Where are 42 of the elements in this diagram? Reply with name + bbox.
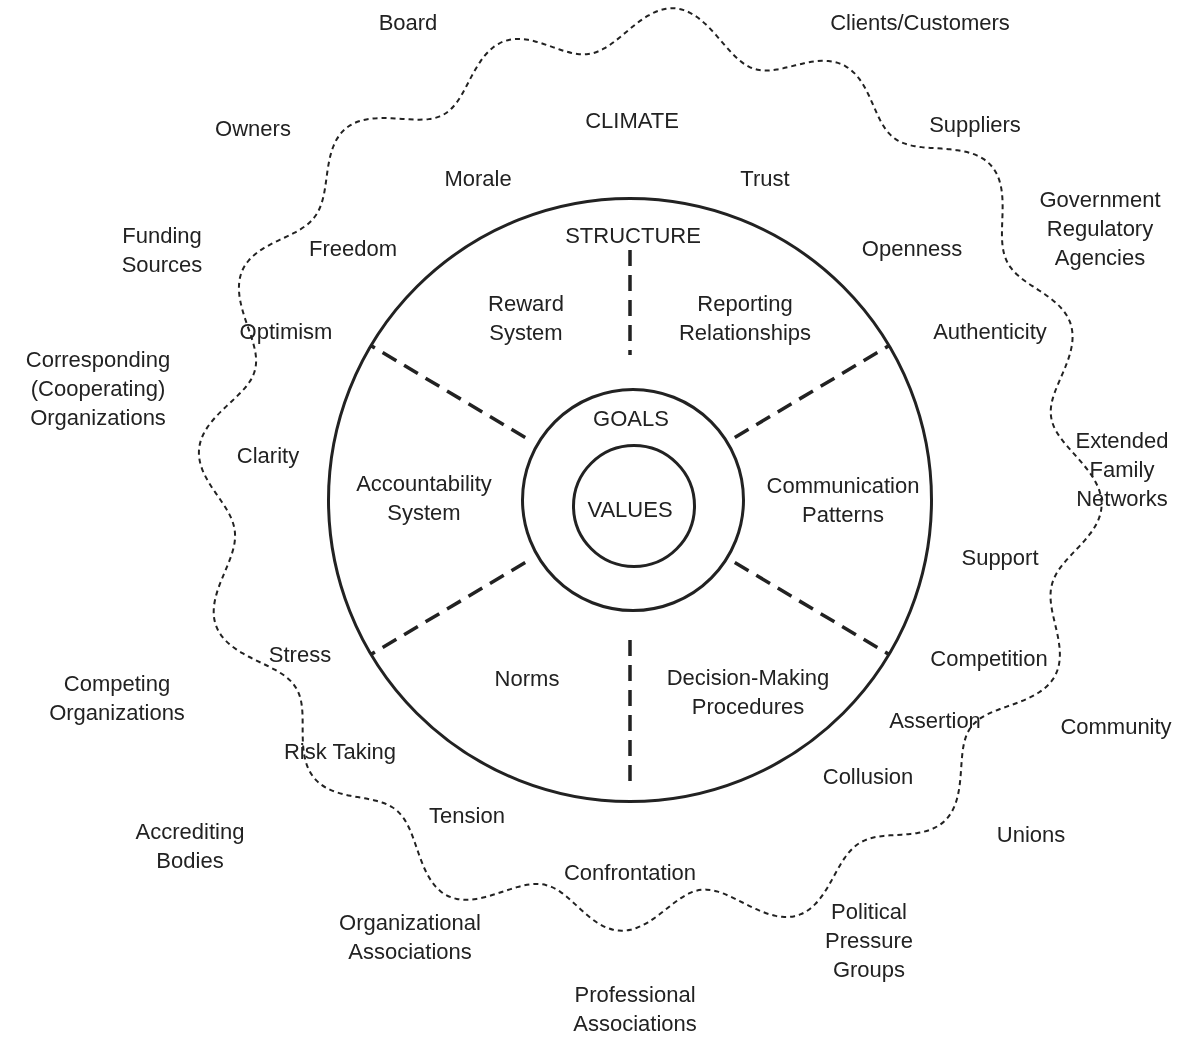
region-title: VALUES [587, 495, 673, 524]
label-text: Tension [429, 801, 505, 830]
label-text: Extended Family Networks [1074, 426, 1170, 513]
label-text: Owners [215, 114, 291, 143]
label-text: Risk Taking [283, 737, 397, 766]
label-text: Board [378, 8, 438, 37]
label-text: Clients/Customers [830, 8, 1010, 37]
label-text: Decision-Making Procedures [665, 664, 831, 721]
label-text: Community [1060, 712, 1172, 741]
label-text: Optimism [239, 317, 333, 346]
label-text: Clarity [236, 441, 300, 470]
label-text: Competing Organizations [48, 670, 186, 727]
label-text: Reporting Relationships [677, 290, 813, 347]
label-text: Trust [740, 164, 790, 193]
label-text: Political Pressure Groups [823, 897, 914, 984]
label-text: Communication Patterns [765, 472, 921, 529]
label-text: Norms [494, 664, 560, 693]
label-text: Unions [996, 820, 1066, 849]
region-title: CLIMATE [585, 106, 679, 135]
label-text: Support [961, 543, 1039, 572]
label-text: Organizational Associations [338, 909, 482, 966]
region-title: STRUCTURE [565, 221, 701, 250]
label-text: Corresponding (Cooperating) Organizations [24, 345, 172, 432]
label-text: Reward System [487, 290, 565, 347]
label-text: Accrediting Bodies [134, 818, 246, 875]
label-text: Assertion [889, 706, 981, 735]
values-circle [572, 444, 696, 568]
label-text: Authenticity [933, 317, 1047, 346]
label-text: Competition [930, 644, 1048, 673]
label-text: Openness [861, 234, 963, 263]
label-text: Government Regulatory Agencies [1038, 185, 1162, 272]
label-text: Freedom [309, 234, 397, 263]
label-text: Accountability System [355, 470, 493, 527]
label-text: Collusion [822, 762, 914, 791]
label-text: Funding Sources [120, 222, 204, 279]
label-text: Confrontation [563, 858, 697, 887]
goals-circle [521, 388, 745, 612]
label-text: Morale [444, 164, 512, 193]
label-text: Suppliers [929, 110, 1021, 139]
label-text: Stress [268, 640, 332, 669]
region-title: GOALS [593, 404, 669, 433]
label-text: Professional Associations [572, 981, 698, 1038]
